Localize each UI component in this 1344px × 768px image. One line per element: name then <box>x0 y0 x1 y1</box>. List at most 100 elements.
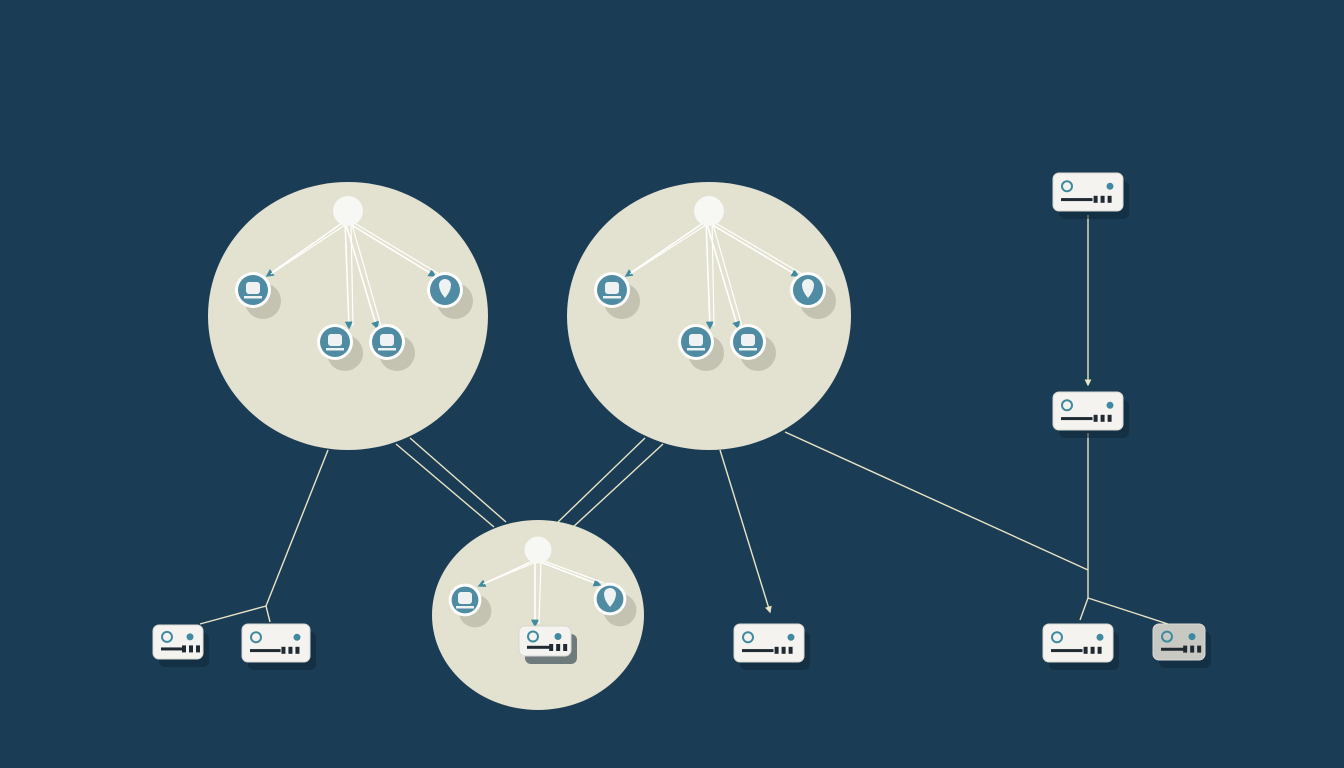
device-body <box>1152 623 1206 661</box>
cluster-link <box>265 220 346 277</box>
terminal-base <box>378 348 396 351</box>
device-port <box>556 644 561 651</box>
cluster-left <box>208 182 488 450</box>
device-led <box>1096 633 1104 641</box>
cluster-link <box>344 220 353 330</box>
device-port-bar <box>527 645 551 649</box>
terminal-node-icon <box>730 324 776 371</box>
terminal-base <box>603 296 621 299</box>
device-port <box>182 645 186 653</box>
router-device-icon <box>241 623 316 670</box>
device-logo <box>742 631 754 644</box>
device-led <box>787 633 795 641</box>
device-port-bar <box>161 647 184 651</box>
terminal-glyph <box>741 334 755 346</box>
device-port <box>1093 414 1098 422</box>
device-port <box>788 646 793 654</box>
device-port <box>281 646 286 654</box>
device-port <box>1090 646 1095 654</box>
terminal-glyph <box>458 592 472 604</box>
cluster-link <box>705 220 800 277</box>
hub-node-icon <box>694 196 724 226</box>
device-body <box>152 624 204 660</box>
device-port-bar <box>1061 198 1093 202</box>
device-port <box>1107 414 1112 422</box>
terminal-node-icon <box>678 324 724 371</box>
device-port <box>196 645 200 653</box>
device-led <box>293 633 301 641</box>
cluster-link <box>540 559 605 584</box>
device-led <box>186 633 194 641</box>
connector-line <box>395 443 495 528</box>
router-device-icon <box>152 624 209 667</box>
terminal-base <box>687 348 705 351</box>
terminal-glyph <box>328 334 342 346</box>
device-port <box>1083 646 1088 654</box>
device-body <box>733 623 805 663</box>
connector-line <box>719 449 772 614</box>
device-body <box>1052 172 1124 212</box>
device-logo <box>1051 631 1063 644</box>
cluster-middle <box>567 182 851 450</box>
device-led <box>1106 401 1114 409</box>
cluster-links <box>624 220 803 330</box>
cluster-link <box>624 220 707 277</box>
connector-line <box>199 605 267 625</box>
device-port-bar <box>1051 649 1083 653</box>
device-port <box>1100 414 1105 422</box>
devices <box>152 172 1211 670</box>
terminal-base <box>456 606 474 609</box>
cluster-link <box>705 220 740 330</box>
terminal-node-icon <box>235 272 281 319</box>
connector-line <box>557 437 646 523</box>
router-device-icon <box>733 623 810 670</box>
pin-node-icon <box>593 582 637 627</box>
device-led <box>554 633 562 640</box>
device-port <box>781 646 786 654</box>
cluster-link <box>344 220 379 330</box>
device-logo <box>250 631 262 644</box>
device-logo <box>1061 399 1073 412</box>
device-logo <box>527 630 539 643</box>
device-body <box>241 623 311 663</box>
terminal-glyph <box>689 334 703 346</box>
terminal-node-icon <box>448 583 492 628</box>
terminal-node-icon <box>317 324 363 371</box>
pin-glyph <box>802 279 814 298</box>
device-led <box>1188 633 1196 641</box>
terminal-glyph <box>246 282 260 294</box>
cluster-links <box>265 220 440 330</box>
cluster-link <box>705 220 714 330</box>
device-logo <box>1061 180 1073 193</box>
router-device-icon <box>1042 623 1119 670</box>
device-body <box>1042 623 1114 663</box>
router-device-icon <box>1052 391 1129 438</box>
pin-node-icon <box>790 272 836 319</box>
cluster-links <box>477 559 605 628</box>
device-port <box>288 646 293 654</box>
device-port <box>563 644 568 651</box>
connector-line <box>571 443 664 529</box>
device-port-bar <box>1061 417 1093 421</box>
terminal-base <box>326 348 344 351</box>
cluster-link <box>350 220 440 275</box>
connector-line <box>784 431 1089 571</box>
device-port <box>1093 195 1098 203</box>
device-port-bar <box>250 649 281 653</box>
router-device-icon <box>518 625 577 664</box>
pin-glyph <box>439 279 451 298</box>
connector-line <box>409 437 507 523</box>
cluster-link <box>534 559 602 587</box>
device-port <box>549 644 554 651</box>
device-logo <box>161 630 173 643</box>
terminal-node-icon <box>594 272 640 319</box>
device-port <box>295 646 300 654</box>
device-logo <box>1161 630 1173 643</box>
cluster-link <box>482 559 542 585</box>
device-port <box>189 645 193 653</box>
cluster-link <box>538 559 542 625</box>
cluster-link <box>350 220 382 327</box>
device-led <box>1106 182 1114 190</box>
cluster-bottom <box>432 520 644 710</box>
